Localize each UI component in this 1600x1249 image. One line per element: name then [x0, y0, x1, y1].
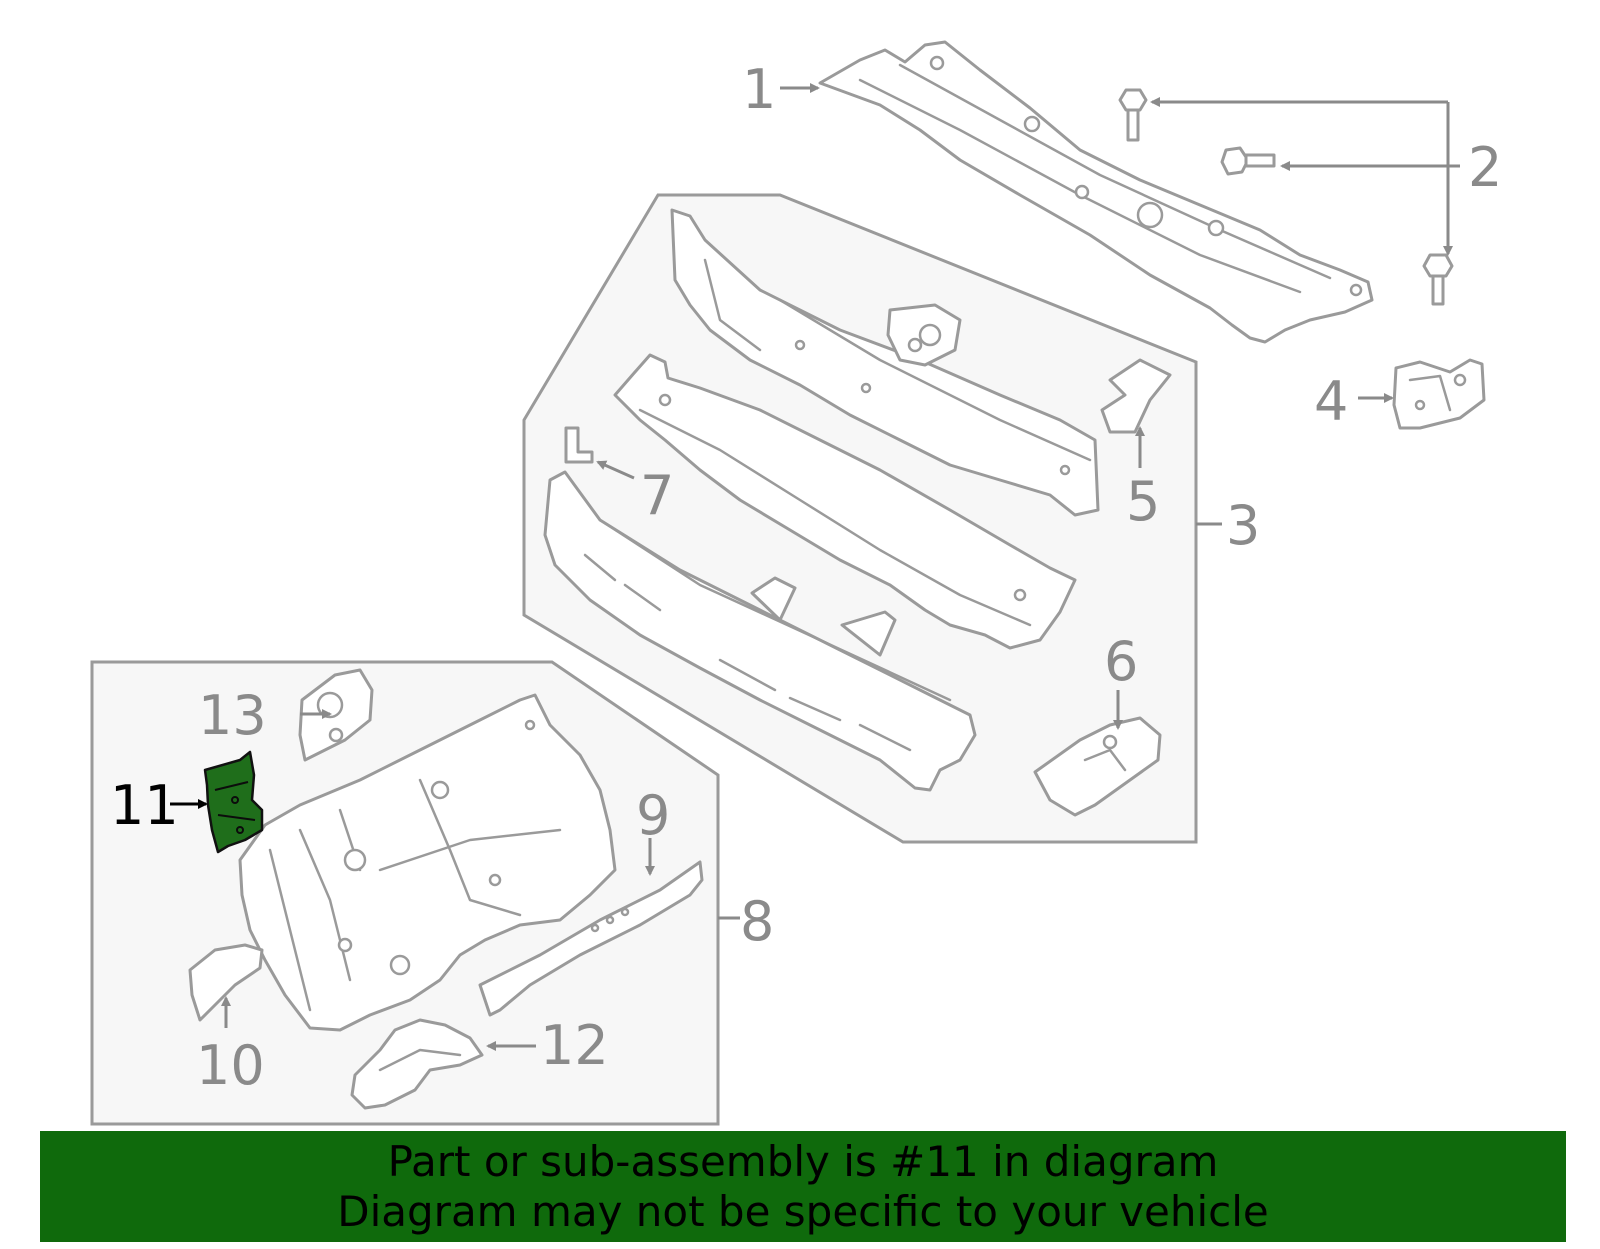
leader-lines [170, 83, 1460, 1051]
callout-4: 4 [1314, 370, 1348, 433]
part-11-highlighted-bracket [203, 750, 264, 854]
callout-12: 12 [540, 1014, 609, 1077]
callout-11: 11 [110, 774, 179, 837]
part-7-clip [564, 426, 594, 464]
part-3-mount [886, 303, 962, 367]
callout-7: 7 [640, 464, 674, 527]
part-9-rail [478, 860, 704, 1017]
part-4-bracket [1392, 358, 1486, 430]
parts-diagram: 1 2 3 4 5 6 7 8 9 10 11 12 13 [90, 40, 1502, 1126]
callout-10: 10 [196, 1034, 265, 1097]
part-6-bracket [1033, 716, 1162, 817]
banner-line-2: Diagram may not be specific to your vehi… [337, 1186, 1269, 1236]
callout-6: 6 [1104, 630, 1138, 693]
part-1-cowl-panel [818, 40, 1374, 344]
part-10-bracket [188, 943, 264, 1022]
callout-2: 2 [1468, 136, 1502, 199]
callout-1: 1 [742, 58, 776, 121]
part-12-bracket [350, 1018, 484, 1110]
callout-8: 8 [740, 890, 774, 953]
banner-line-1: Part or sub-assembly is #11 in diagram [387, 1136, 1219, 1186]
part-3-upper-panel [670, 208, 1100, 517]
callout-3: 3 [1226, 494, 1260, 557]
part-3-lower-panel [543, 470, 977, 792]
callout-9: 9 [636, 784, 670, 847]
info-banner: Part or sub-assembly is #11 in diagram D… [40, 1131, 1566, 1242]
callout-13: 13 [198, 684, 267, 747]
part-3-middle-panel [613, 353, 1077, 650]
callout-5: 5 [1126, 470, 1160, 533]
part-8-dash-panel [238, 693, 617, 1032]
part-3-gussets [750, 576, 897, 657]
